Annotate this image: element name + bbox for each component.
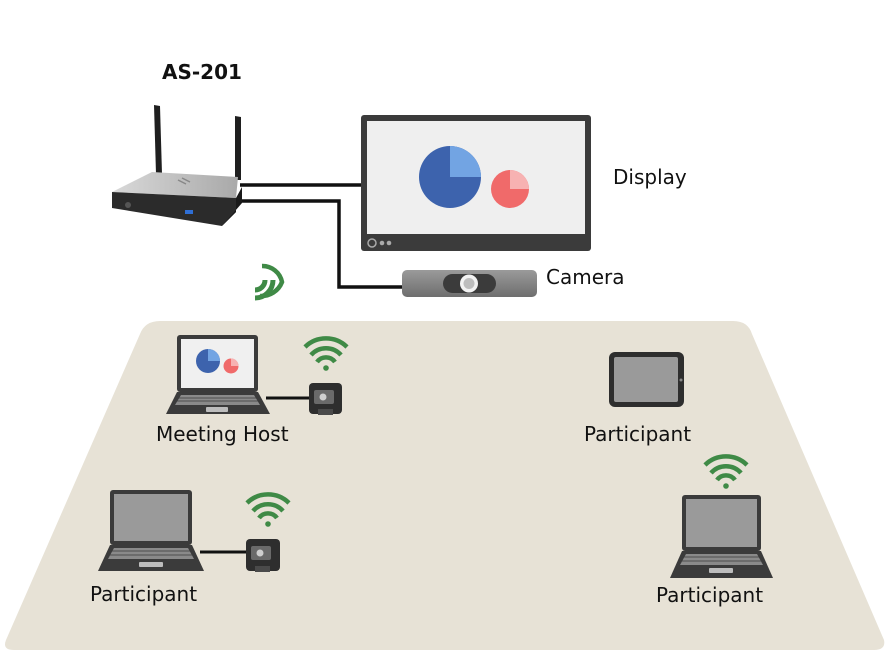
monitor-icon: [361, 115, 591, 251]
wifi-icon: [303, 336, 349, 371]
cable-hub-to-camera: [240, 199, 403, 289]
tablet-icon: [609, 352, 684, 407]
webcam-icon: [402, 270, 537, 297]
usb-dongle-icon: [309, 383, 342, 415]
wifi-icon: [254, 263, 285, 301]
hub-label: AS-201: [162, 60, 242, 84]
participant-tablet-label: Participant: [584, 422, 692, 446]
laptop-icon: [166, 335, 270, 414]
usb-dongle-icon: [246, 539, 280, 572]
wifi-icon: [245, 492, 291, 527]
display-label: Display: [613, 165, 687, 189]
laptop-icon: [670, 495, 773, 578]
laptop-icon: [98, 490, 204, 571]
participant-right-label: Participant: [656, 583, 764, 607]
router-icon: [112, 105, 242, 226]
participant-left-label: Participant: [90, 582, 198, 606]
camera-label: Camera: [546, 265, 625, 289]
meeting-host-label: Meeting Host: [156, 422, 289, 446]
wifi-icon: [703, 454, 749, 489]
